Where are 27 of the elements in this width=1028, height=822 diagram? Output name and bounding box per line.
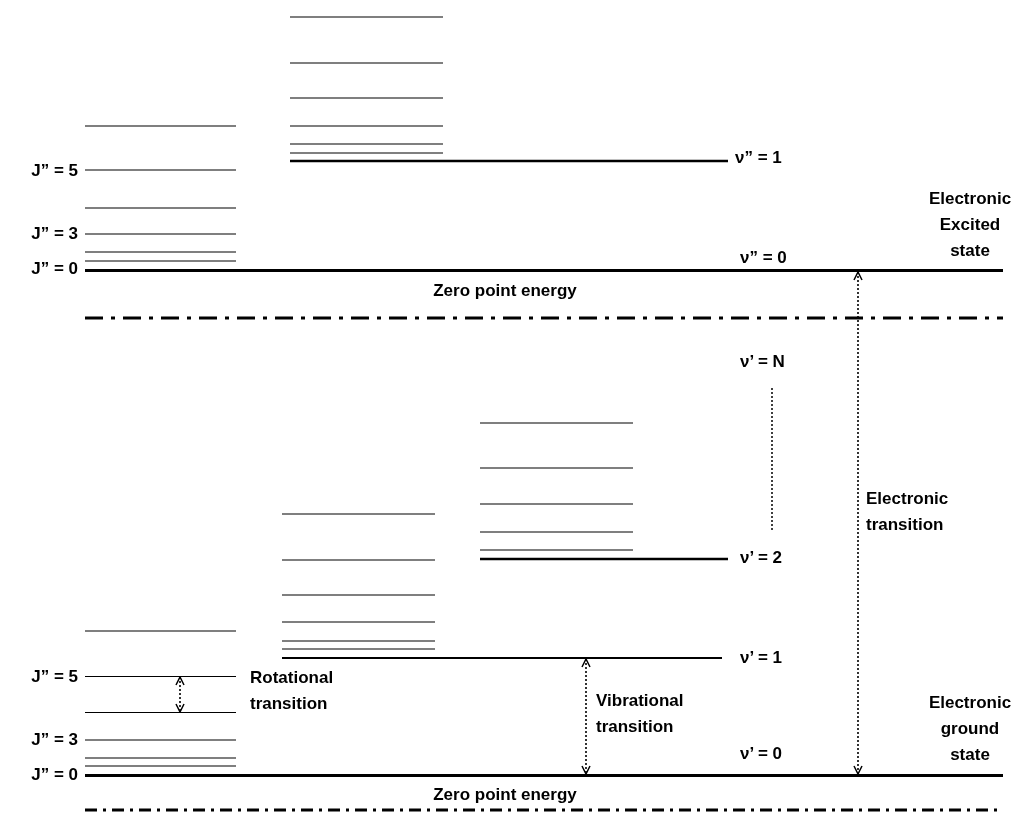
level-label: J” = 0 xyxy=(30,764,78,786)
energy-level-line xyxy=(282,657,722,659)
level-label: ν’ = 1 xyxy=(740,647,784,669)
level-label: ν’ = 2 xyxy=(740,547,784,569)
level-label: Zero point energy xyxy=(432,280,578,302)
level-label: Zero point energy xyxy=(432,784,578,806)
level-label: J” = 0 xyxy=(30,258,78,280)
level-label: ν” = 0 xyxy=(740,247,788,269)
transition-arrow xyxy=(853,271,863,775)
level-label: J” = 3 xyxy=(30,223,78,245)
energy-level-line xyxy=(85,774,1003,777)
transition-arrow xyxy=(581,658,591,775)
level-label: J” = 5 xyxy=(30,666,78,688)
transition-arrow xyxy=(175,676,185,713)
level-label: Electronic Excited state xyxy=(927,188,1013,262)
energy-level-line xyxy=(85,269,1003,272)
energy-level-line xyxy=(85,712,236,713)
level-label: Rotational transition xyxy=(250,667,335,715)
level-label: Electronic ground state xyxy=(927,692,1013,766)
level-label: ν’ = 0 xyxy=(740,743,784,765)
level-label: Electronic transition xyxy=(866,488,950,536)
level-label: J” = 5 xyxy=(30,160,78,182)
energy-level-line xyxy=(85,676,236,677)
level-label: J” = 3 xyxy=(30,729,78,751)
level-label: ν’ = N xyxy=(740,351,786,373)
level-label: Vibrational transition xyxy=(596,690,685,738)
level-label: ν” = 1 xyxy=(735,147,783,169)
